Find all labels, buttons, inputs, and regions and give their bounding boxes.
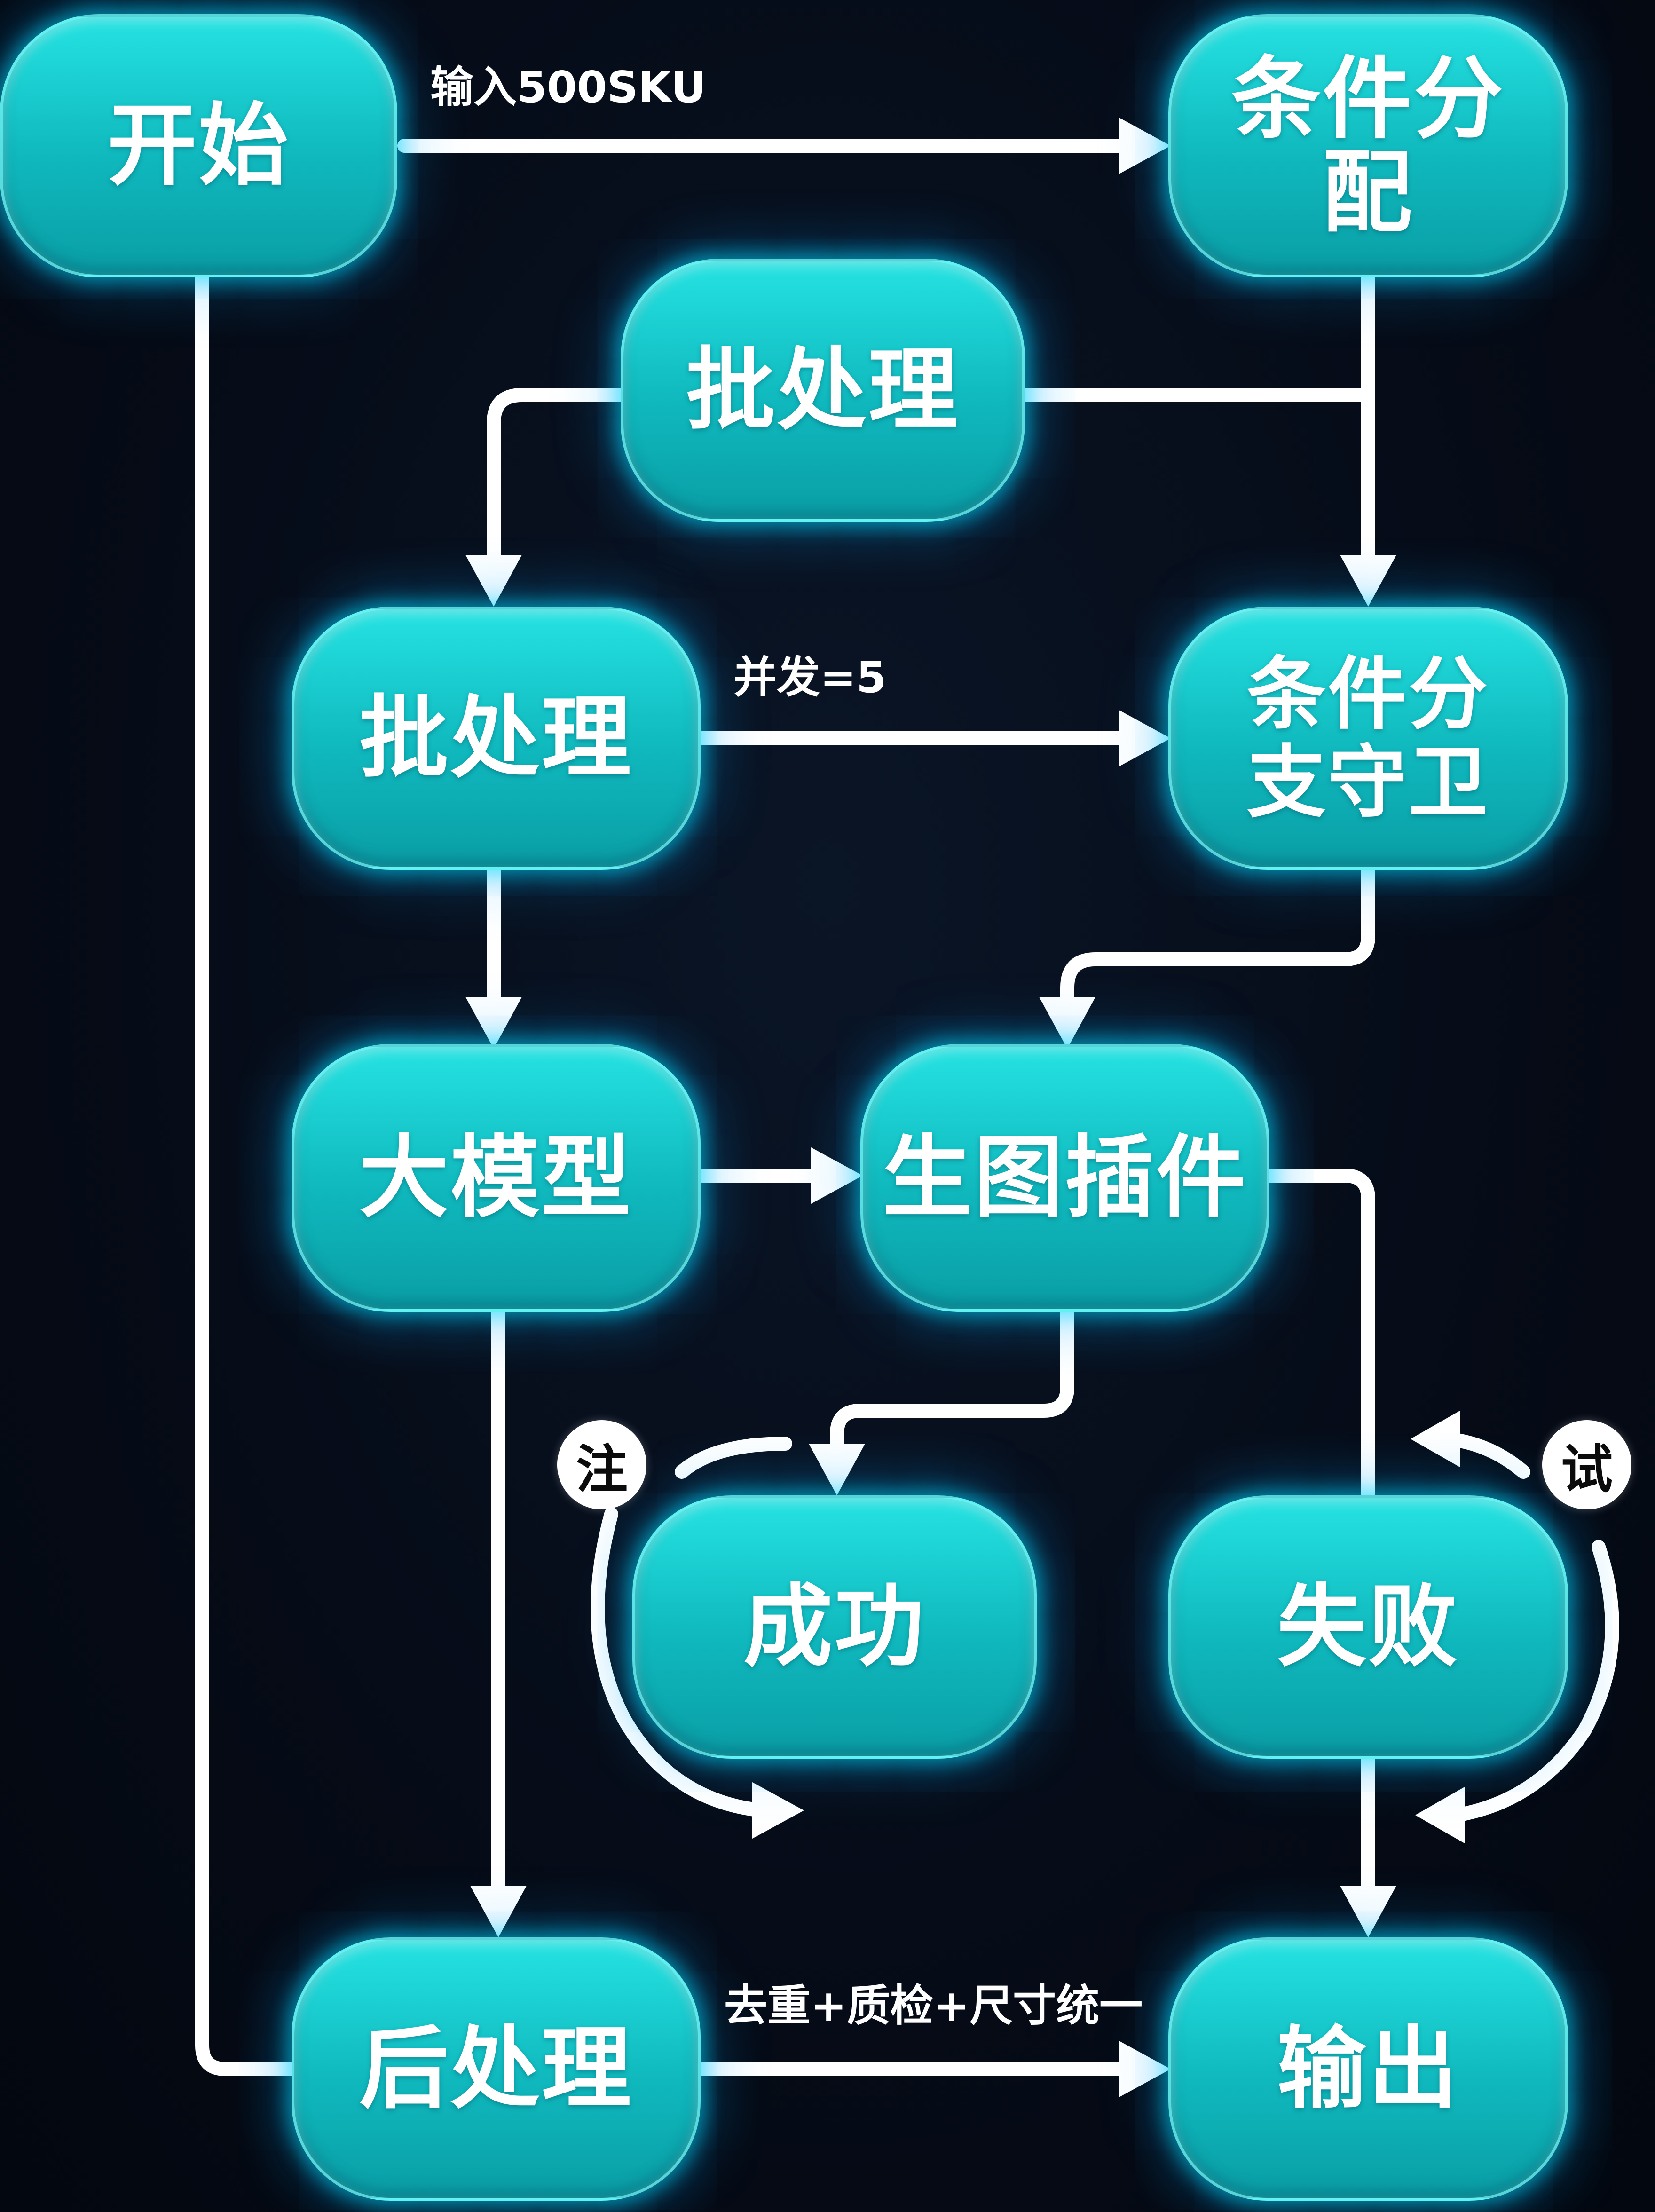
node-post-process[interactable]: 后处理 bbox=[292, 1937, 701, 2201]
node-batch-mid[interactable]: 批处理 bbox=[292, 607, 701, 870]
badge-note: 注 bbox=[557, 1420, 646, 1509]
edge-plugin-to-failure bbox=[1262, 1169, 1375, 1502]
arrowhead-plugin-left bbox=[811, 1147, 863, 1204]
node-start[interactable]: 开始 bbox=[0, 14, 397, 277]
arrowhead-loop-note bbox=[752, 1782, 804, 1839]
node-output-label: 输出 bbox=[1277, 2017, 1459, 2121]
arrowhead-output-left bbox=[1119, 2041, 1171, 2097]
loop-retry-arc bbox=[1450, 1540, 1619, 1822]
arrowhead-batchmid bbox=[465, 555, 522, 607]
node-image-plugin-label: 生图插件 bbox=[882, 1126, 1247, 1230]
node-condition-assign[interactable]: 条件分配 bbox=[1168, 14, 1568, 277]
arrowhead-output-top bbox=[1340, 1886, 1396, 1937]
edge-batchtop-to-batchmid bbox=[487, 388, 628, 571]
arrowhead-condition bbox=[1119, 118, 1171, 174]
node-llm[interactable]: 大模型 bbox=[292, 1044, 701, 1312]
node-output[interactable]: 输出 bbox=[1168, 1937, 1568, 2201]
edge-label-concurrency: 并发=5 bbox=[733, 652, 887, 703]
node-start-label: 开始 bbox=[107, 94, 290, 198]
loop-note-arc bbox=[591, 1507, 769, 1817]
arrowhead-success bbox=[809, 1444, 865, 1495]
node-image-plugin[interactable]: 生图插件 bbox=[860, 1044, 1269, 1312]
edge-label-input: 输入500SKU bbox=[430, 62, 706, 112]
node-success[interactable]: 成功 bbox=[632, 1495, 1037, 1759]
node-branch-guard[interactable]: 条件分支守卫 bbox=[1168, 607, 1568, 870]
node-post-process-label: 后处理 bbox=[359, 2017, 633, 2121]
edge-guard-to-plugin bbox=[1060, 863, 1375, 1023]
arrowhead-loop-retry-top bbox=[1411, 1411, 1460, 1467]
node-batch-top[interactable]: 批处理 bbox=[621, 259, 1025, 522]
edge-label-post: 去重+质检+尺寸统一 bbox=[724, 1981, 1143, 2031]
node-success-label: 成功 bbox=[743, 1575, 926, 1679]
node-condition-assign-label: 条件分配 bbox=[1231, 47, 1505, 245]
arrowhead-loop-retry-bottom bbox=[1415, 1787, 1465, 1843]
edge-plugin-to-success bbox=[830, 1305, 1074, 1465]
node-failure[interactable]: 失败 bbox=[1168, 1495, 1568, 1759]
arrowhead-guard-top bbox=[1340, 555, 1396, 607]
edge-start-to-postprocess bbox=[195, 270, 303, 2076]
arrowhead-llm bbox=[465, 997, 522, 1049]
arrowhead-postprocess bbox=[470, 1886, 527, 1937]
node-batch-top-label: 批处理 bbox=[686, 338, 960, 442]
arrowhead-plugin-top bbox=[1039, 997, 1095, 1049]
badge-retry: 试 bbox=[1542, 1420, 1631, 1509]
loop-note-top bbox=[675, 1437, 792, 1479]
node-branch-guard-label: 条件分支守卫 bbox=[1247, 648, 1490, 829]
node-batch-mid-label: 批处理 bbox=[359, 686, 633, 790]
arrowhead-guard-left bbox=[1119, 710, 1171, 766]
node-failure-label: 失败 bbox=[1277, 1575, 1459, 1679]
node-llm-label: 大模型 bbox=[359, 1126, 633, 1230]
